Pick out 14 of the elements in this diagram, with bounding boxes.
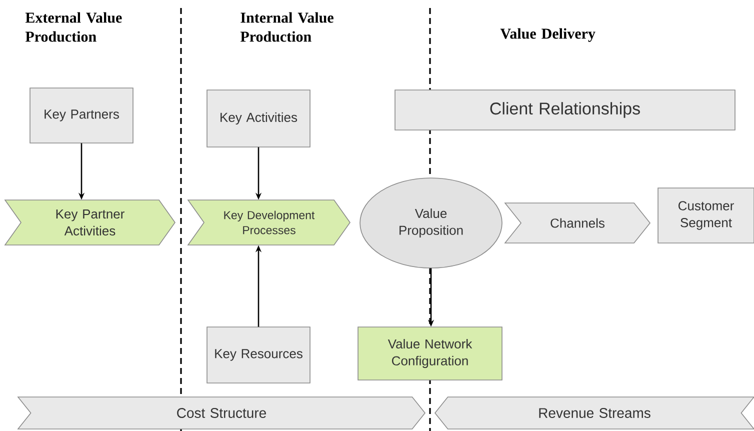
chevron-box: Channels	[504, 202, 651, 244]
chevron-box: Key Partner Activities	[4, 200, 176, 246]
process-box: Customer Segment	[658, 188, 754, 244]
process-box: Key Resources	[206, 326, 310, 384]
process-box: Key Activities	[206, 90, 310, 148]
process-box: Client Relationships	[394, 90, 736, 130]
chevron-box: Key Development Processes	[187, 200, 350, 246]
revenue-band: Revenue Streams	[434, 396, 754, 430]
column-heading: External Value Production	[25, 12, 122, 42]
column-heading: Internal Value Production	[240, 12, 334, 42]
process-box: Key Partners	[30, 88, 134, 144]
column-heading: Value Delivery	[500, 28, 596, 42]
cost-band: Cost Structure	[17, 396, 426, 430]
process-box: Value Network Configuration	[358, 326, 502, 380]
